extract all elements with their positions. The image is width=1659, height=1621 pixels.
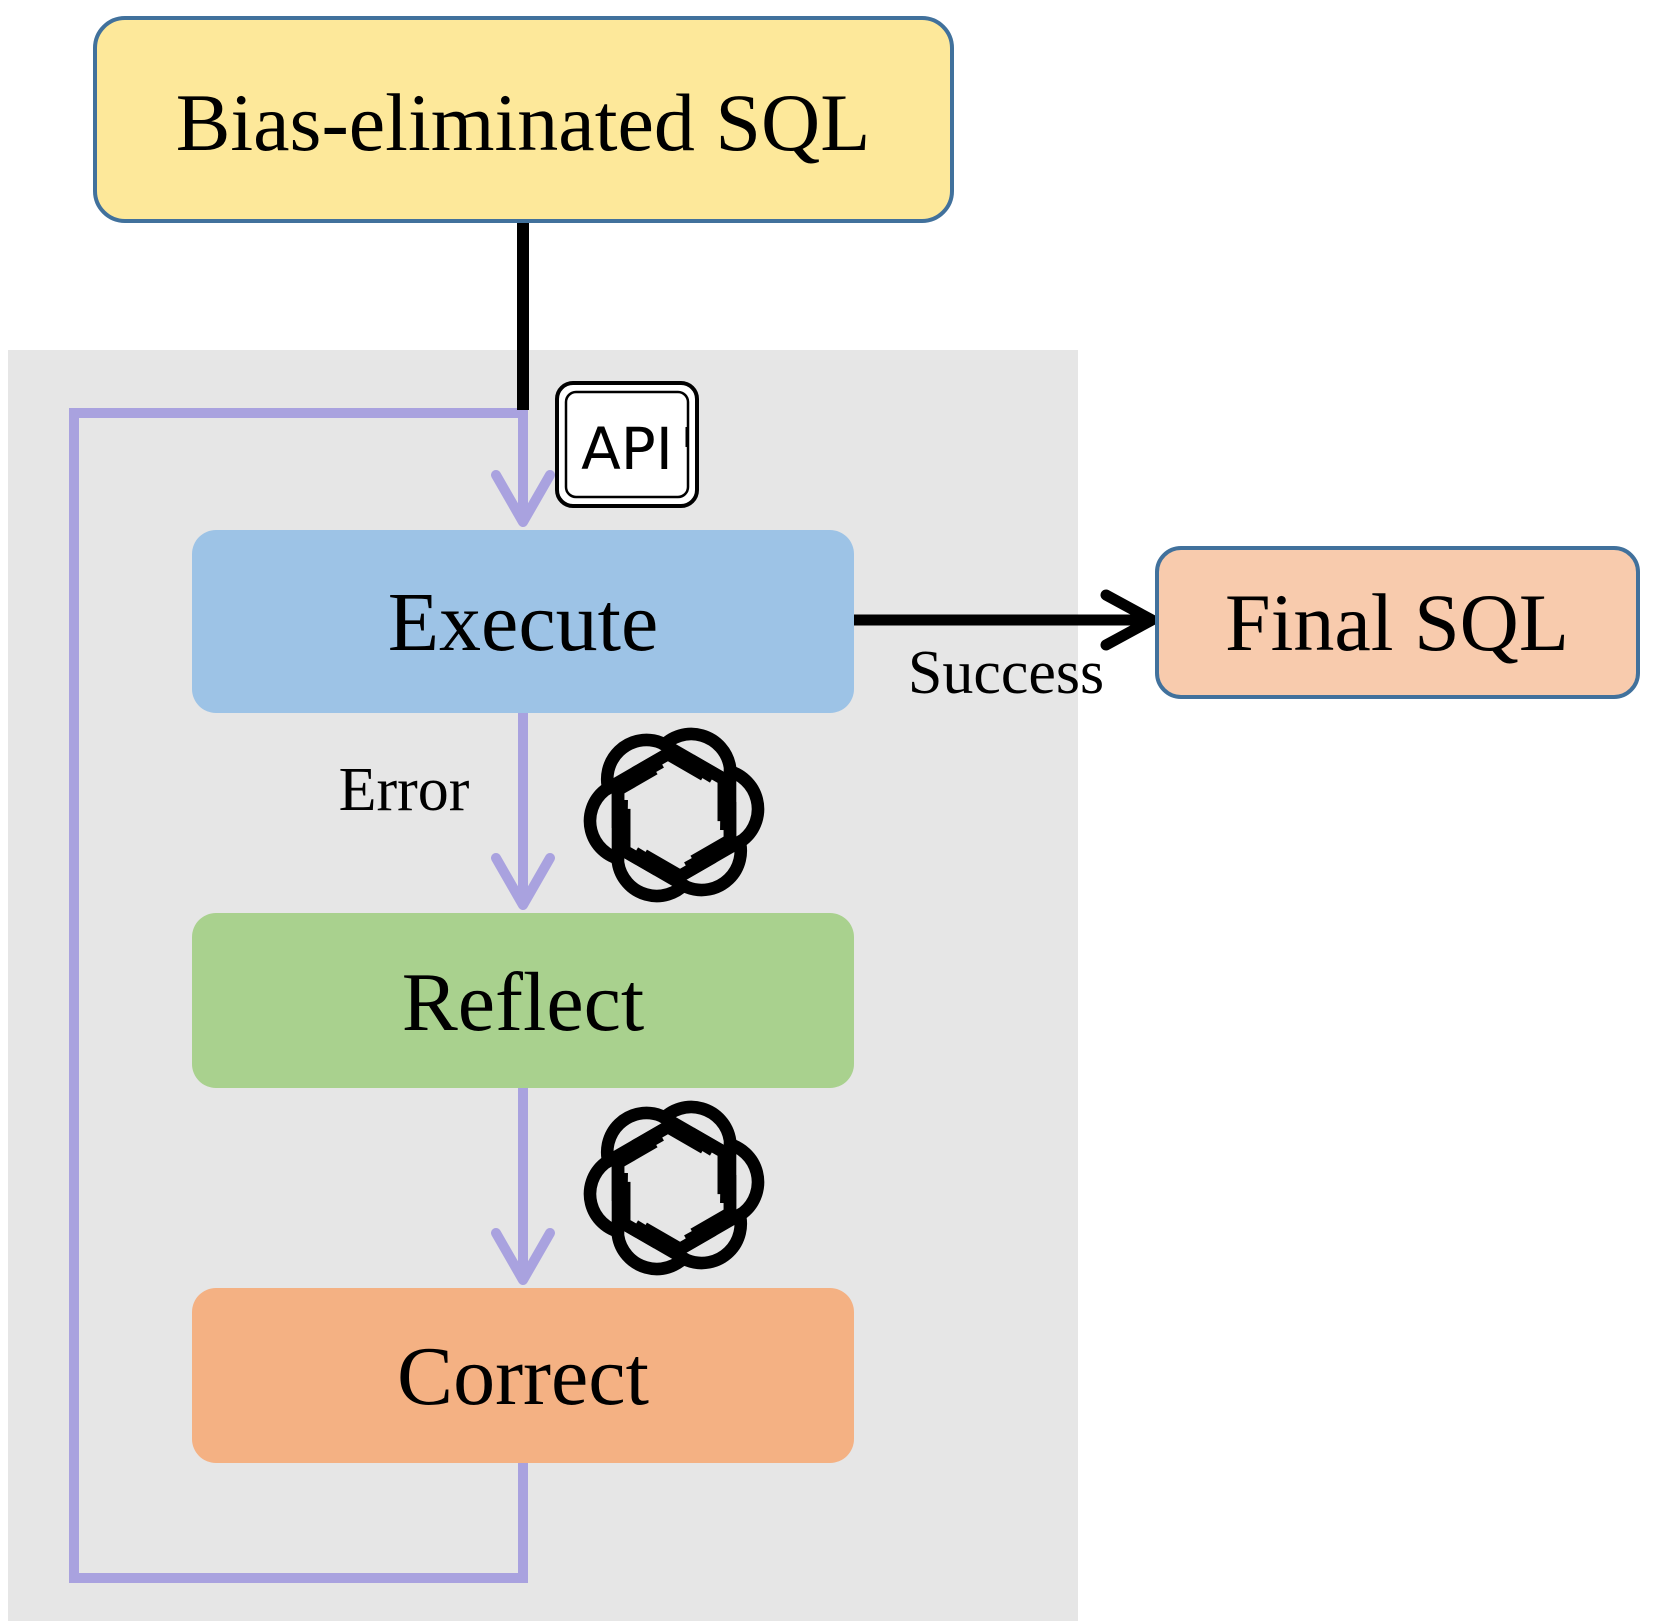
- api-icon-label: API: [581, 415, 673, 483]
- output-node: Final SQL: [1155, 546, 1640, 699]
- input-node: Bias-eliminated SQL: [93, 16, 954, 223]
- correct-node-box: [192, 1288, 854, 1463]
- execute-node: Execute: [192, 530, 854, 713]
- api-icon: API: [555, 381, 699, 508]
- output-node-label: Final SQL: [1225, 577, 1569, 668]
- execute-to-reflect-arrowhead: [491, 853, 555, 910]
- correct-node-label: Correct: [397, 1330, 649, 1423]
- reflect-node-box: [192, 913, 854, 1088]
- execute-node-label: Execute: [388, 576, 659, 669]
- reflect-node: Reflect: [192, 913, 854, 1088]
- output-node-box: [1155, 546, 1640, 699]
- execute-node-box: [192, 530, 854, 713]
- feedback-arrowhead: [491, 470, 555, 527]
- reflect-to-correct-arrowhead: [491, 1228, 555, 1285]
- correct-node: Correct: [192, 1288, 854, 1463]
- input-node-box: [93, 16, 954, 223]
- error-label: Error: [339, 756, 470, 824]
- reflect-node-label: Reflect: [402, 956, 645, 1049]
- success-label: Success: [908, 639, 1104, 707]
- feedback-loop-arrow: [69, 408, 528, 1583]
- success-arrowhead: [1100, 589, 1158, 651]
- input-node-label: Bias-eliminated SQL: [176, 77, 871, 168]
